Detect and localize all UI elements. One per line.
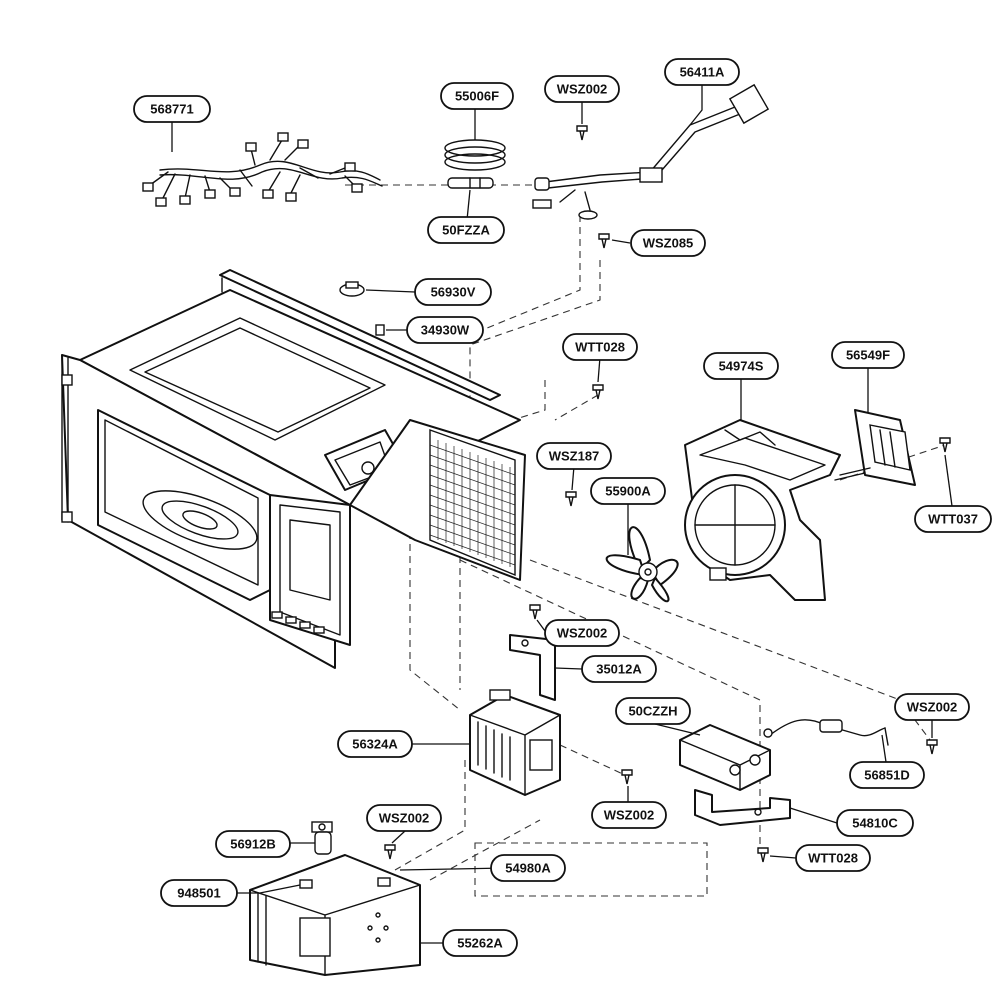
part-number-text: 50FZZA [442,223,490,238]
capacitor-bracket [694,789,791,826]
transformer-kit-outline [474,842,708,897]
part-number-text: 35012A [596,662,642,677]
part-number-text: WSZ002 [604,808,655,823]
part-label-wsz187: WSZ187 [536,442,612,470]
fan-blade [605,526,679,603]
part-number-text: 568771 [150,102,193,117]
transformer [249,854,421,976]
fan-housing [684,419,841,601]
filter-cap-56912b [311,821,333,855]
part-number-text: WSZ187 [549,449,600,464]
switch-clip [375,324,385,336]
screw-wsz002-mid [529,604,541,620]
part-label-wtt028-top: WTT028 [562,333,638,361]
part-number-text: 56851D [864,768,910,783]
part-label-55262A: 55262A [442,929,518,957]
screw-wsz002-right [926,739,938,755]
part-label-55900A: 55900A [590,477,666,505]
part-label-54980A: 54980A [490,854,566,882]
part-number-text: 56912B [230,837,276,852]
part-label-wsz002-right: WSZ002 [894,693,970,721]
part-number-text: 948501 [177,886,220,901]
part-number-text: 55006F [455,89,499,104]
part-label-56851D: 56851D [849,761,925,789]
leader-lines [171,85,953,944]
part-label-35012A: 35012A [581,655,657,683]
part-label-948501: 948501 [160,879,238,907]
vent-grille [429,440,516,567]
part-label-54810C: 54810C [836,809,914,837]
part-number-text: 34930W [421,323,470,338]
screw-wsz002-bottom [384,844,396,860]
part-label-wsz002-low: WSZ002 [591,801,667,829]
part-label-50CZZH: 50CZZH [615,697,691,725]
part-label-56912B: 56912B [215,830,291,858]
screw-wsz002-low [621,769,633,785]
fuse [447,177,494,189]
power-cord [532,83,770,220]
screw-wtt028-bottom [757,847,769,863]
oven-cavity [61,269,526,669]
part-number-text: WTT028 [575,340,625,355]
part-label-568771: 568771 [133,95,211,123]
part-number-text: WSZ002 [557,626,608,641]
magnetron-bracket [509,634,556,701]
part-number-text: 56549F [846,348,890,363]
hv-diode [763,719,889,746]
part-label-wtt037: WTT037 [914,505,992,533]
part-number-text: 54980A [505,861,551,876]
part-number-text: 55900A [605,484,651,499]
part-label-54974S: 54974S [703,352,779,380]
wire-harness [142,132,383,207]
part-number-text: WSZ085 [643,236,694,251]
fuse-ring [444,139,506,171]
part-number-text: 55262A [457,936,503,951]
screw-wsz085 [598,233,610,249]
part-label-56411A: 56411A [664,58,740,86]
magnetron [469,689,561,796]
part-label-50FZZA: 50FZZA [427,216,505,244]
part-number-text: 56411A [680,65,725,80]
part-number-text: WSZ002 [907,700,958,715]
part-label-55006F: 55006F [440,82,514,110]
part-label-wtt028-bottom: WTT028 [795,844,871,872]
part-label-wsz085: WSZ085 [630,229,706,257]
part-label-34930W: 34930W [406,316,484,344]
fan-motor [834,409,916,486]
part-number-text: 56930V [431,285,476,300]
part-number-text: WSZ002 [557,82,608,97]
part-label-wsz002-bottom: WSZ002 [366,804,442,832]
part-label-56930V: 56930V [414,278,492,306]
part-number-text: 54810C [852,816,898,831]
part-number-text: WTT028 [808,851,858,866]
part-label-56549F: 56549F [831,341,905,369]
thermostat [339,281,365,297]
part-number-text: 56324A [352,737,398,752]
part-number-text: WTT037 [928,512,978,527]
screw-wsz002-top [576,125,588,141]
part-label-wsz002-top: WSZ002 [544,75,620,103]
capacitor [679,724,771,791]
part-label-56324A: 56324A [337,730,413,758]
screw-wtt028-top [592,384,604,400]
part-label-wsz002-mid: WSZ002 [544,619,620,647]
part-number-text: WSZ002 [379,811,430,826]
part-number-text: 50CZZH [628,704,677,719]
screw-wsz187 [565,491,577,507]
screw-wtt037 [939,437,951,453]
part-number-text: 54974S [719,359,764,374]
